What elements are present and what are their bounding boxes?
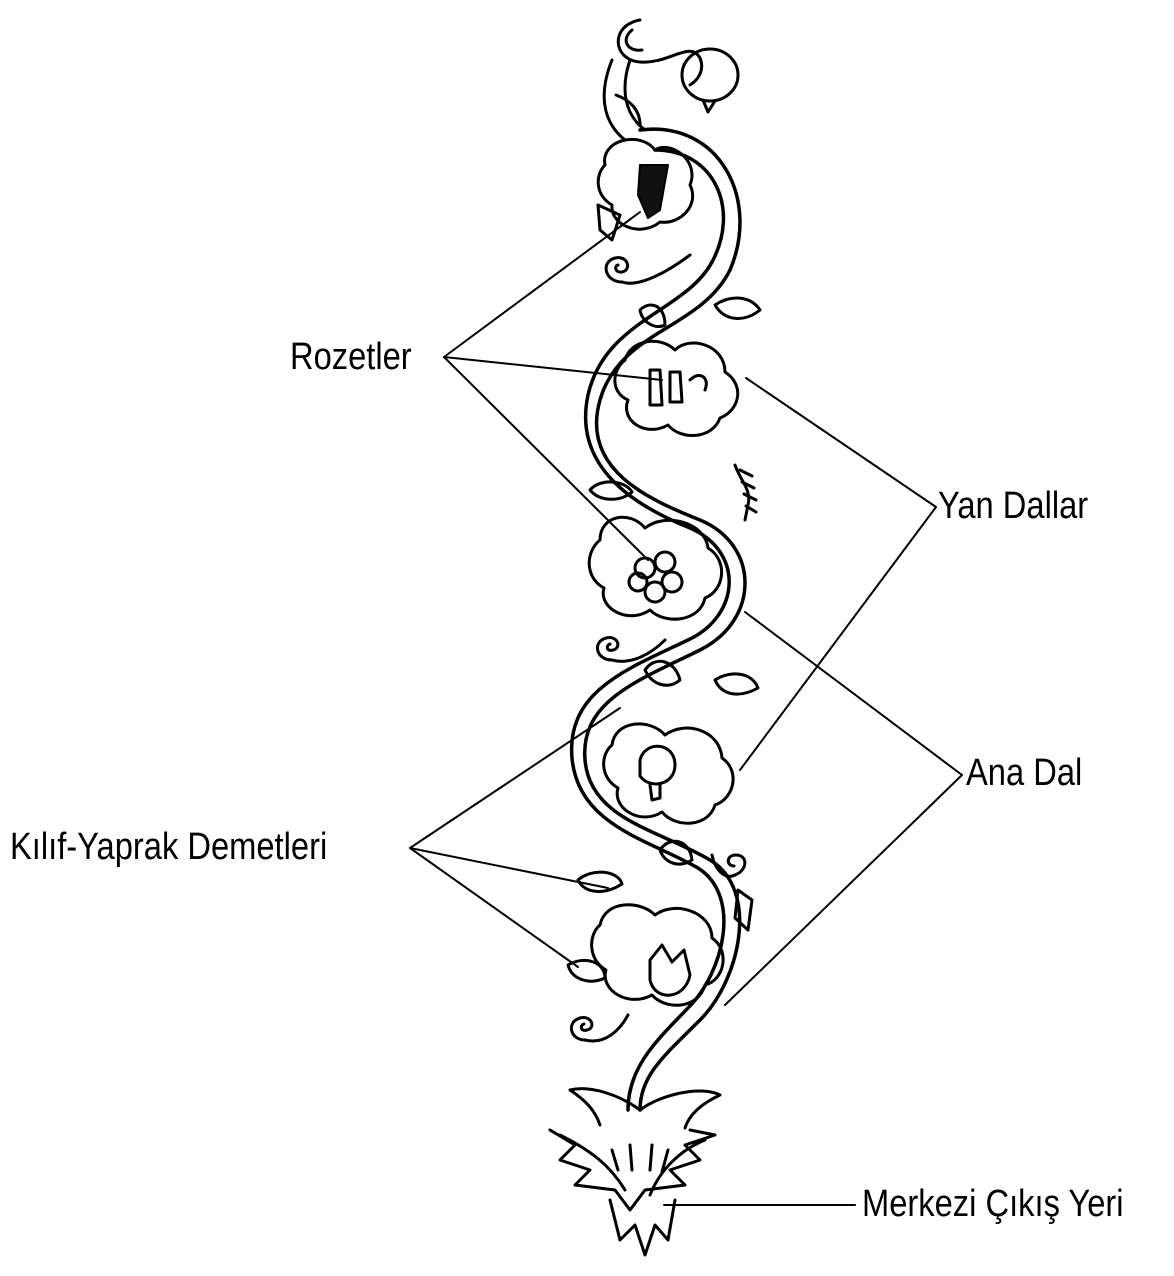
root-acanthus: [550, 1089, 720, 1255]
rosette-2: [615, 341, 738, 435]
rosette-5: [592, 905, 723, 1005]
label-kilif-yaprak-demetleri: Kılıf-Yaprak Demetleri: [10, 828, 327, 866]
top-curl-ornament: [604, 20, 738, 140]
label-ana-dal: Ana Dal: [966, 754, 1082, 792]
label-yan-dallar: Yan Dallar: [938, 487, 1088, 525]
rosette-3: [589, 517, 721, 619]
leader-lines: [410, 212, 962, 1205]
label-merkezi-cikis-yeri: Merkezi Çıkış Yeri: [862, 1185, 1124, 1223]
rosette-4: [604, 724, 733, 823]
label-rozetler: Rozetler: [290, 338, 412, 376]
